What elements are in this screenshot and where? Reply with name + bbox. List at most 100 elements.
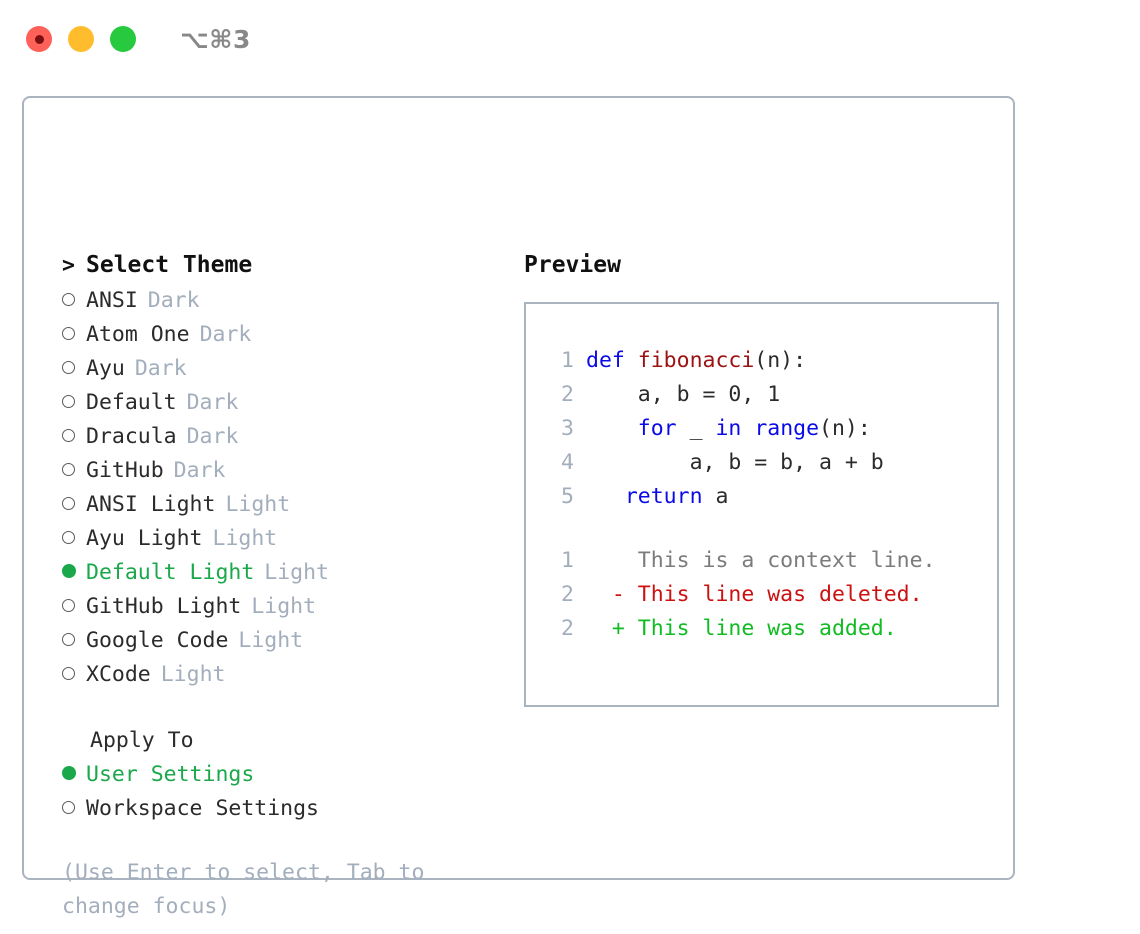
theme-name: ANSI Light (86, 492, 216, 517)
maximize-button[interactable] (110, 26, 136, 52)
theme-name: GitHub (86, 458, 164, 483)
code-token: (n): (819, 416, 871, 441)
code-token (625, 348, 638, 373)
theme-list-header: >Select Theme (62, 246, 502, 284)
theme-variant-tag: Dark (199, 322, 252, 347)
code-token (741, 416, 754, 441)
code-line: 3 for _ in range(n): (544, 416, 997, 450)
radio-unselected-icon[interactable] (62, 658, 86, 692)
line-number: 1 (561, 548, 574, 573)
radio-unselected-icon[interactable] (62, 792, 86, 826)
theme-name: Atom One (86, 322, 190, 347)
radio-unselected-icon[interactable] (62, 522, 86, 556)
diff-line: 2 - This line was deleted. (544, 582, 997, 616)
radio-selected-icon[interactable] (62, 556, 86, 590)
theme-list-item[interactable]: Ayu Dark (62, 352, 502, 386)
line-number: 2 (561, 582, 574, 607)
theme-list-item[interactable]: Atom One Dark (62, 318, 502, 352)
theme-variant-tag: Dark (147, 288, 200, 313)
line-number: 2 (561, 382, 574, 407)
diff-line: 1 This is a context line. (544, 548, 997, 582)
radio-selected-icon[interactable] (62, 758, 86, 792)
code-token: a, b = 0, 1 (637, 382, 781, 407)
theme-list-item[interactable]: Google Code Light (62, 624, 502, 658)
theme-name: XCode (86, 662, 151, 687)
diff-line-text: This line was deleted. (637, 582, 923, 607)
line-number: 5 (561, 484, 574, 509)
code-token: for (637, 416, 677, 441)
theme-name: Google Code (86, 628, 229, 653)
line-number: 1 (561, 348, 574, 373)
code-token: _ (676, 416, 716, 441)
diff-line-text: This line was added. (637, 616, 897, 641)
theme-variant-tag: Light (264, 560, 330, 585)
code-line-text: def fibonacci(n): (586, 348, 806, 373)
code-diff-gap (544, 518, 997, 548)
keyboard-hint: (Use Enter to select, Tab to change focu… (62, 860, 425, 919)
apply-to-option-label: User Settings (86, 762, 255, 787)
theme-list-item[interactable]: Default Dark (62, 386, 502, 420)
code-line: 1 def fibonacci(n): (544, 348, 997, 382)
code-token: a, b = b, a + b (689, 450, 884, 475)
code-token: fibonacci (637, 348, 755, 373)
theme-variant-tag: Light (238, 628, 304, 653)
radio-unselected-icon[interactable] (62, 590, 86, 624)
code-line-text: for _ in range(n): (586, 416, 871, 441)
apply-to-option-label: Workspace Settings (86, 796, 319, 821)
code-token: in (715, 416, 742, 441)
radio-unselected-icon[interactable] (62, 488, 86, 522)
code-line: 5 return a (544, 484, 997, 518)
code-line-text: a, b = 0, 1 (586, 382, 780, 407)
theme-variant-tag: Dark (186, 390, 239, 415)
theme-name: GitHub Light (86, 594, 242, 619)
preview-title: Preview (524, 252, 621, 278)
theme-variant-tag: Light (160, 662, 226, 687)
theme-variant-tag: Dark (134, 356, 187, 381)
diff-line-text: This is a context line. (637, 548, 936, 573)
title-bar: ⌥⌘3 (0, 0, 1140, 78)
theme-list-header-label: Select Theme (86, 252, 253, 278)
line-number: 3 (561, 416, 574, 441)
theme-list-item[interactable]: GitHub Dark (62, 454, 502, 488)
diff-sample: 1 This is a context line.2 - This line w… (544, 548, 997, 650)
code-line-text: return a (586, 484, 729, 509)
radio-unselected-icon[interactable] (62, 420, 86, 454)
diff-line: 2 + This line was added. (544, 616, 997, 650)
theme-name: Ayu (86, 356, 125, 381)
radio-unselected-icon[interactable] (62, 454, 86, 488)
apply-to-option[interactable]: User Settings (62, 758, 502, 792)
theme-name: Dracula (86, 424, 177, 449)
diff-sign: - (586, 582, 638, 607)
close-button[interactable] (26, 26, 52, 52)
radio-unselected-icon[interactable] (62, 624, 86, 658)
radio-unselected-icon[interactable] (62, 284, 86, 318)
code-token: return (624, 484, 703, 509)
theme-list-item[interactable]: Dracula Dark (62, 420, 502, 454)
radio-unselected-icon[interactable] (62, 352, 86, 386)
apply-to-option[interactable]: Workspace Settings (62, 792, 502, 826)
minimize-button[interactable] (68, 26, 94, 52)
theme-variant-tag: Dark (173, 458, 226, 483)
diff-sign: + (586, 616, 638, 641)
radio-unselected-icon[interactable] (62, 318, 86, 352)
theme-variant-tag: Dark (186, 424, 239, 449)
theme-name: Default (86, 390, 177, 415)
code-line: 4 a, b = b, a + b (544, 450, 997, 484)
theme-list-item[interactable]: XCode Light (62, 658, 502, 692)
code-token: a (702, 484, 729, 509)
radio-unselected-icon[interactable] (62, 386, 86, 420)
code-line-text: a, b = b, a + b (586, 450, 884, 475)
code-line: 2 a, b = 0, 1 (544, 382, 997, 416)
code-token: range (754, 416, 820, 441)
